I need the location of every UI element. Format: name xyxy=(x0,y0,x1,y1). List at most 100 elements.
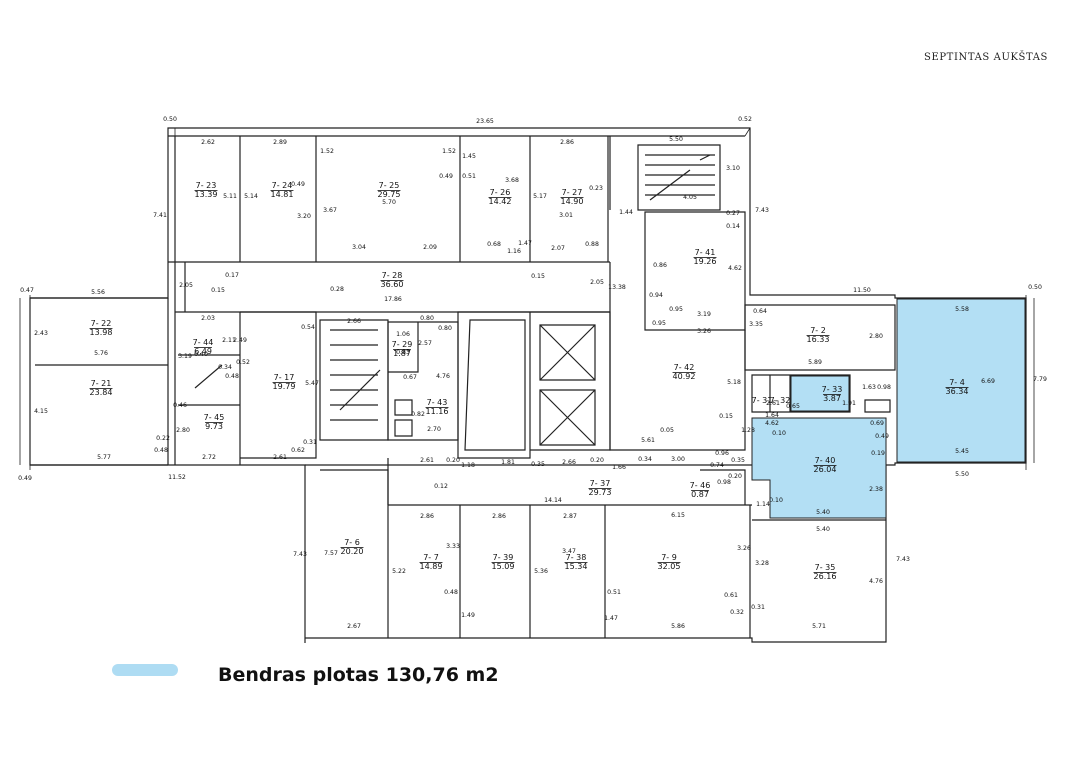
dimension-label: 0.15 xyxy=(211,287,225,294)
room-area-label: 13.39 xyxy=(195,190,218,199)
room-id-label: 7- 26 xyxy=(490,188,511,197)
dimension-label: 5.76 xyxy=(94,350,108,357)
dimension-label: 0.86 xyxy=(653,262,667,269)
dimension-label: 3.19 xyxy=(697,311,711,318)
room-area-label: 19.79 xyxy=(273,382,296,391)
dimension-label: 6.15 xyxy=(671,512,685,519)
dimension-label: 3.28 xyxy=(755,560,769,567)
room-id-label: 7- 7 xyxy=(423,553,439,562)
dimension-label: 2.43 xyxy=(34,330,48,337)
room-id-label: 7- 44 xyxy=(193,338,214,347)
room-area-label: 29.73 xyxy=(589,488,612,497)
dimension-label: 0.22 xyxy=(156,435,170,442)
room-id-label: 7- 2 xyxy=(810,326,826,335)
dimension-label: 5.61 xyxy=(641,437,655,444)
dimension-label: 3.68 xyxy=(505,177,519,184)
dimension-label: 0.20 xyxy=(446,457,460,464)
dimension-label: 4.15 xyxy=(34,408,48,415)
dimension-label: 0.62 xyxy=(291,447,305,454)
dimension-label: 3.10 xyxy=(726,165,740,172)
room-id-label: 7- 35 xyxy=(815,563,836,572)
dimension-label: 0.48 xyxy=(225,373,239,380)
dimension-label: 0.83 xyxy=(396,349,410,356)
stair-top-walls xyxy=(609,135,745,211)
room-id-label: 7- 42 xyxy=(674,363,695,372)
dimension-label: 0.05 xyxy=(660,427,674,434)
dimension-label: 11.52 xyxy=(168,474,186,481)
room-id-label: 7- 37 xyxy=(590,479,611,488)
dimension-label: 1.52 xyxy=(442,148,456,155)
dimension-label: 0.51 xyxy=(462,173,476,180)
dimension-label: 5.77 xyxy=(97,454,111,461)
dimension-label: 2.09 xyxy=(423,244,437,251)
dimension-label: 5.11 xyxy=(223,193,237,200)
dimension-label: 0.48 xyxy=(444,589,458,596)
dimension-label: 0.46 xyxy=(173,402,187,409)
dimension-label: 2.86 xyxy=(560,139,574,146)
room-area-label: 3.87 xyxy=(823,394,841,403)
dimension-label: 5.40 xyxy=(816,526,830,533)
highlight-room-4 xyxy=(896,298,1026,463)
dimension-label: 3.00 xyxy=(671,456,685,463)
dimension-label: 0.98 xyxy=(717,479,731,486)
dimension-label: 2.05 xyxy=(179,282,193,289)
dimension-label: 2.86 xyxy=(420,513,434,520)
dimension-label: 0.49 xyxy=(875,433,889,440)
room-area-label: 14.81 xyxy=(271,190,294,199)
dimension-label: 6.69 xyxy=(981,378,995,385)
dimension-label: 14.14 xyxy=(544,497,562,504)
bottom-wing-walls xyxy=(320,469,886,638)
dimension-label: 0.98 xyxy=(877,384,891,391)
dimension-label: 0.27 xyxy=(726,210,740,217)
dimension-label: 0.95 xyxy=(669,306,683,313)
room-id-label: 7- 40 xyxy=(815,456,836,465)
room-id-label: 7- 22 xyxy=(91,319,112,328)
dimension-label: 2.62 xyxy=(201,139,215,146)
room-id-label: 7- 4 xyxy=(949,378,965,387)
dimension-label: 3.04 xyxy=(352,244,366,251)
dimension-label: 1.16 xyxy=(507,248,521,255)
room-area-label: 14.42 xyxy=(489,197,512,206)
room-2-walls xyxy=(744,304,896,371)
dimension-label: 3.67 xyxy=(323,207,337,214)
room-id-label: 7- 28 xyxy=(382,271,403,280)
dimension-label: 2.80 xyxy=(869,333,883,340)
dimension-label: 2.11 xyxy=(222,337,236,344)
room-id-label: 7- 17 xyxy=(274,373,295,382)
dimension-label: 0.34 xyxy=(218,364,232,371)
room-area-label: 26.04 xyxy=(814,465,837,474)
dimension-label: 17.86 xyxy=(384,296,402,303)
room-area-label: 20.20 xyxy=(341,547,364,556)
room-id-label: 7- 21 xyxy=(91,379,112,388)
room-id-label: 7- 29 xyxy=(392,340,413,349)
room-area-label: 19.26 xyxy=(694,257,717,266)
room-area-label: 16.33 xyxy=(807,335,830,344)
dimension-label: 0.20 xyxy=(590,457,604,464)
dimension-label: 2.05 xyxy=(590,279,604,286)
legend-swatch xyxy=(112,664,178,676)
room-id-label: 7- 46 xyxy=(690,481,711,490)
dimension-label: 5.45 xyxy=(955,448,969,455)
dimension-label: 0.31 xyxy=(751,604,765,611)
corridor-37-walls xyxy=(305,458,752,506)
dimension-label: 1.18 xyxy=(461,462,475,469)
dimension-label: 0.32 xyxy=(730,609,744,616)
dimension-label: 5.47 xyxy=(305,380,319,387)
room-42-walls xyxy=(609,312,746,451)
dimension-label: 0.65 xyxy=(786,403,800,410)
elevator-core-walls xyxy=(457,311,611,459)
top-wing-walls xyxy=(168,135,610,263)
room-id-label: 7- 38 xyxy=(566,553,587,562)
dimension-label: 0.15 xyxy=(719,413,733,420)
dimension-label: 0.10 xyxy=(769,497,783,504)
room-area-label: 29.75 xyxy=(378,190,401,199)
dimension-label: 5.71 xyxy=(812,623,826,630)
room-id-label: 7- 45 xyxy=(204,413,225,422)
room-id-label: 7- 33 xyxy=(822,385,843,394)
dimension-label: 2.57 xyxy=(418,340,432,347)
room-id-label: 7- 32 xyxy=(770,396,791,405)
dimension-label: 2.89 xyxy=(273,139,287,146)
dimension-label: 5.14 xyxy=(244,193,258,200)
room-id-label: 7- 27 xyxy=(562,188,583,197)
dimension-label: 0.14 xyxy=(726,223,740,230)
